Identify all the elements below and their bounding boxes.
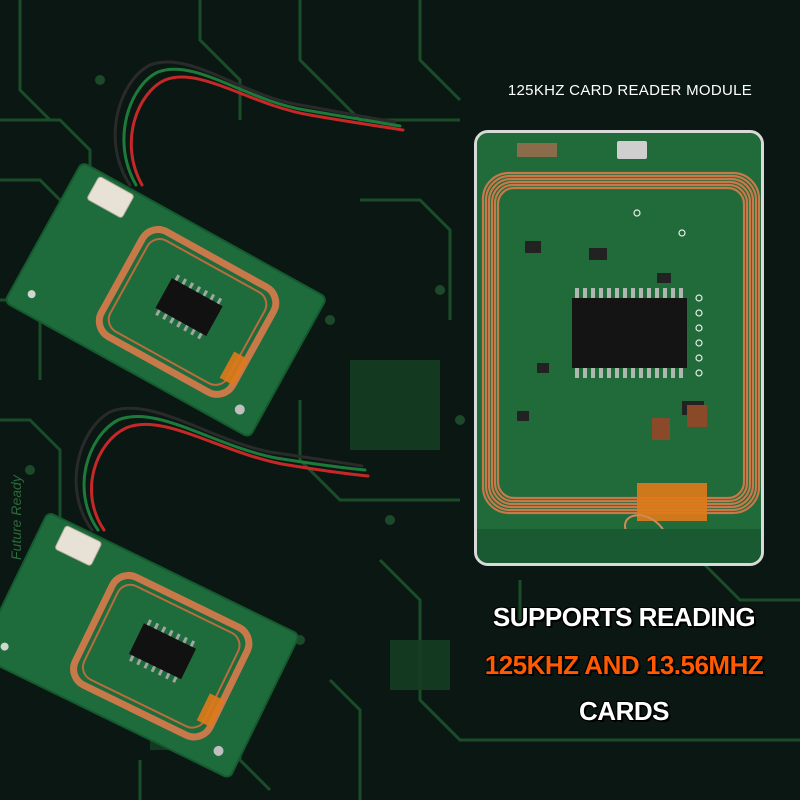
caption-line-3: CARDS (579, 696, 669, 726)
background-watermark-text: Future Ready (8, 475, 24, 560)
page-title: 125KHZ CARD READER MODULE (507, 82, 753, 99)
caption-line-2: 125KHZ AND 13.56MHZ (484, 650, 764, 680)
closeup-panel (474, 130, 764, 566)
caption-line-1: SUPPORTS READING (492, 602, 756, 632)
closeup-board (477, 133, 761, 563)
